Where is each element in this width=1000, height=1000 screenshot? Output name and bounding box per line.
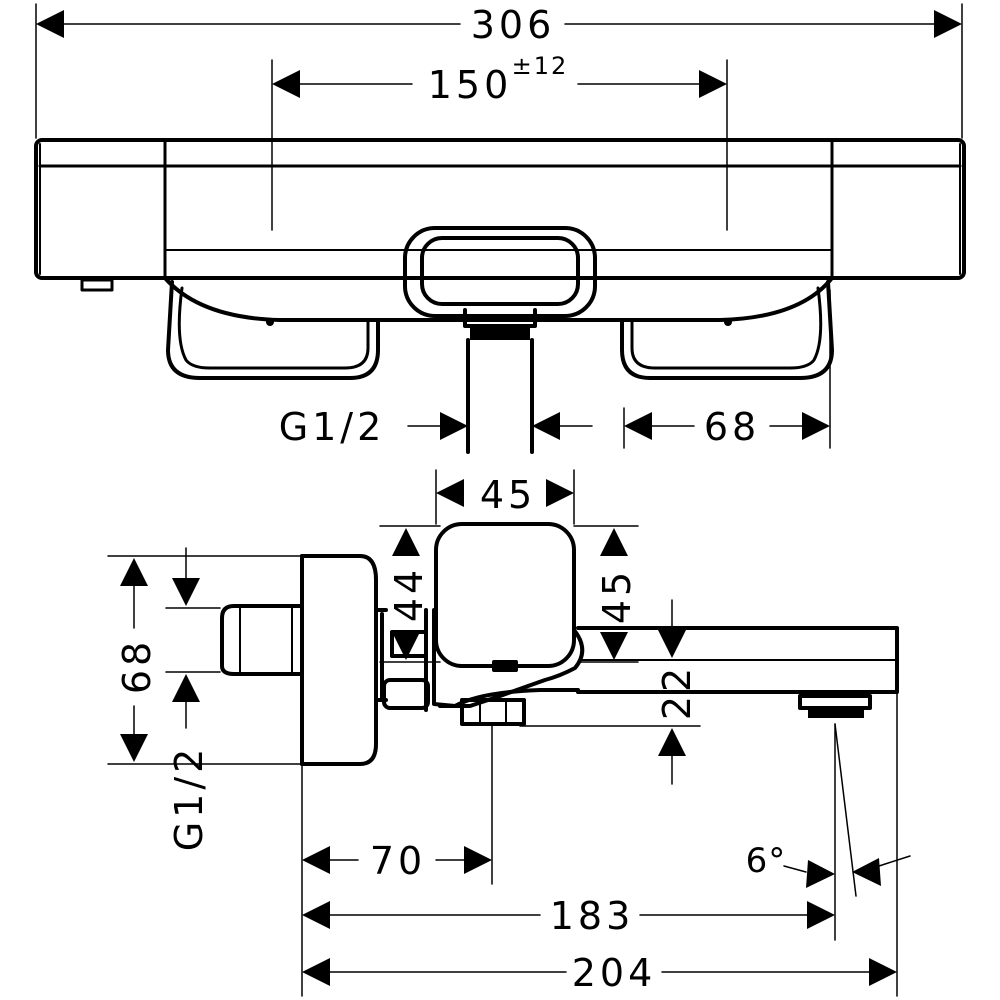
thermostat-body: [34, 138, 966, 322]
dim-control-height-a: 44: [379, 525, 441, 663]
side-view: 45 44 45 22: [107, 469, 911, 997]
control-knob: [434, 522, 576, 672]
dim-g12-side-label: G1/2: [167, 745, 211, 852]
dim-g12-top-label: G1/2: [279, 405, 386, 449]
dim-spout-offset: 68: [623, 289, 831, 449]
dim-thread-top: G1/2: [279, 405, 593, 449]
left-handle: [166, 280, 380, 380]
spout-side: [432, 608, 899, 726]
dim-150-label: 150: [428, 63, 513, 107]
dim-68-top-label: 68: [704, 405, 760, 449]
dim-overall-width: 306: [35, 3, 963, 139]
dim-306-label: 306: [471, 3, 556, 47]
dim-control-height-b: 45: [573, 525, 639, 663]
wall-connector: [220, 604, 304, 676]
dim-spout-height: 22: [519, 599, 701, 785]
dim-45-width-label: 45: [480, 473, 536, 517]
dim-total-depth: 204: [302, 693, 898, 997]
dim-45-height-label: 45: [595, 568, 639, 624]
dim-183-label: 183: [550, 894, 635, 938]
dim-connection-centres: 150 ±12: [271, 52, 728, 231]
spout-front: [403, 226, 597, 454]
dim-22-label: 22: [655, 664, 699, 720]
dim-204-label: 204: [572, 951, 657, 995]
dim-angle-label: 6°: [746, 841, 787, 881]
wall-rosette: [300, 554, 378, 766]
dim-150-tolerance: ±12: [512, 52, 569, 80]
dim-outlet-angle: 6°: [746, 723, 911, 897]
dim-44-label: 44: [387, 566, 431, 622]
dim-outlet-distance: 70: [301, 725, 493, 997]
dim-70-label: 70: [370, 839, 426, 883]
dim-spout-reach: 183: [302, 723, 836, 941]
dim-control-width: 45: [435, 469, 575, 525]
dim-thread-side: G1/2: [165, 547, 221, 852]
front-view: 306 150 ±12 G1/2: [34, 3, 966, 454]
dim-wall-height: 68: [107, 555, 301, 765]
fitting-nut: [376, 608, 430, 712]
right-handle: [620, 280, 834, 380]
dim-68-side-label: 68: [115, 638, 159, 694]
